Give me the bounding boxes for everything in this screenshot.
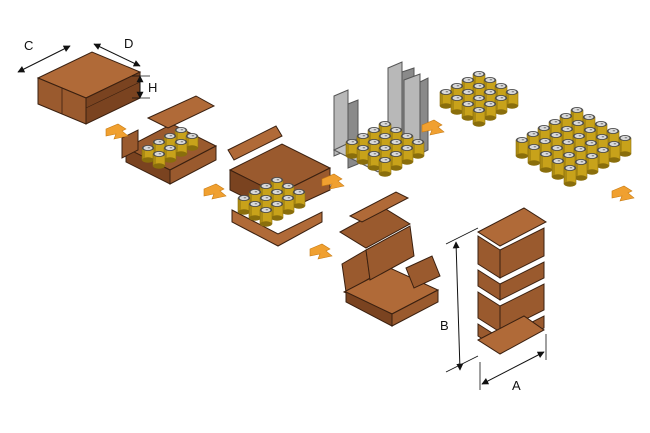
can [174,139,188,157]
process-flow-arrows [105,119,635,260]
can-cluster-stage4 [141,127,199,169]
can [596,147,610,169]
can [574,159,588,181]
can-group-small [439,71,519,127]
can [585,153,599,175]
flow-arrow-icon [105,123,129,140]
can [185,133,199,151]
can [461,101,475,121]
dimension-label-c: C [24,38,33,53]
can [483,101,497,121]
closed-carton-box [36,51,142,125]
dimension-label-b: B [440,318,449,333]
can [505,89,519,109]
can [389,151,403,171]
flow-arrow-icon [611,185,635,202]
can-cluster-fixture [345,121,425,177]
flat-carton-blank [477,207,547,355]
dimension-label-d: D [124,36,133,51]
can [248,201,262,221]
can [163,145,177,163]
can [607,141,621,163]
can [356,145,370,165]
can [345,139,359,159]
dimension-label-a: A [512,378,521,393]
flow-arrow-icon [309,243,333,260]
can [259,207,273,227]
can [292,189,306,209]
can [378,157,392,177]
can [439,89,453,109]
can [472,107,486,127]
can [411,139,425,159]
flow-arrow-icon [203,183,227,200]
can [174,127,188,145]
folded-empty-carton [339,191,441,327]
can [515,137,529,159]
can [527,144,541,166]
can [400,145,414,165]
dimension-lines-box [17,43,150,99]
flow-arrow-icon [421,119,445,136]
can-cluster-stage3 [237,177,306,227]
can [618,135,632,157]
flow-arrow-icon [321,173,345,190]
can [152,151,166,169]
dimension-label-h: H [148,80,157,95]
can [539,151,553,173]
can [270,201,284,221]
dimension-lines-blank [445,227,547,390]
can [563,165,577,187]
can [237,195,251,215]
can [367,151,381,171]
can [494,95,508,115]
can [141,145,155,163]
can [163,133,177,151]
can [281,195,295,215]
can [450,95,464,115]
can [551,158,565,180]
can-group-large [515,107,632,187]
